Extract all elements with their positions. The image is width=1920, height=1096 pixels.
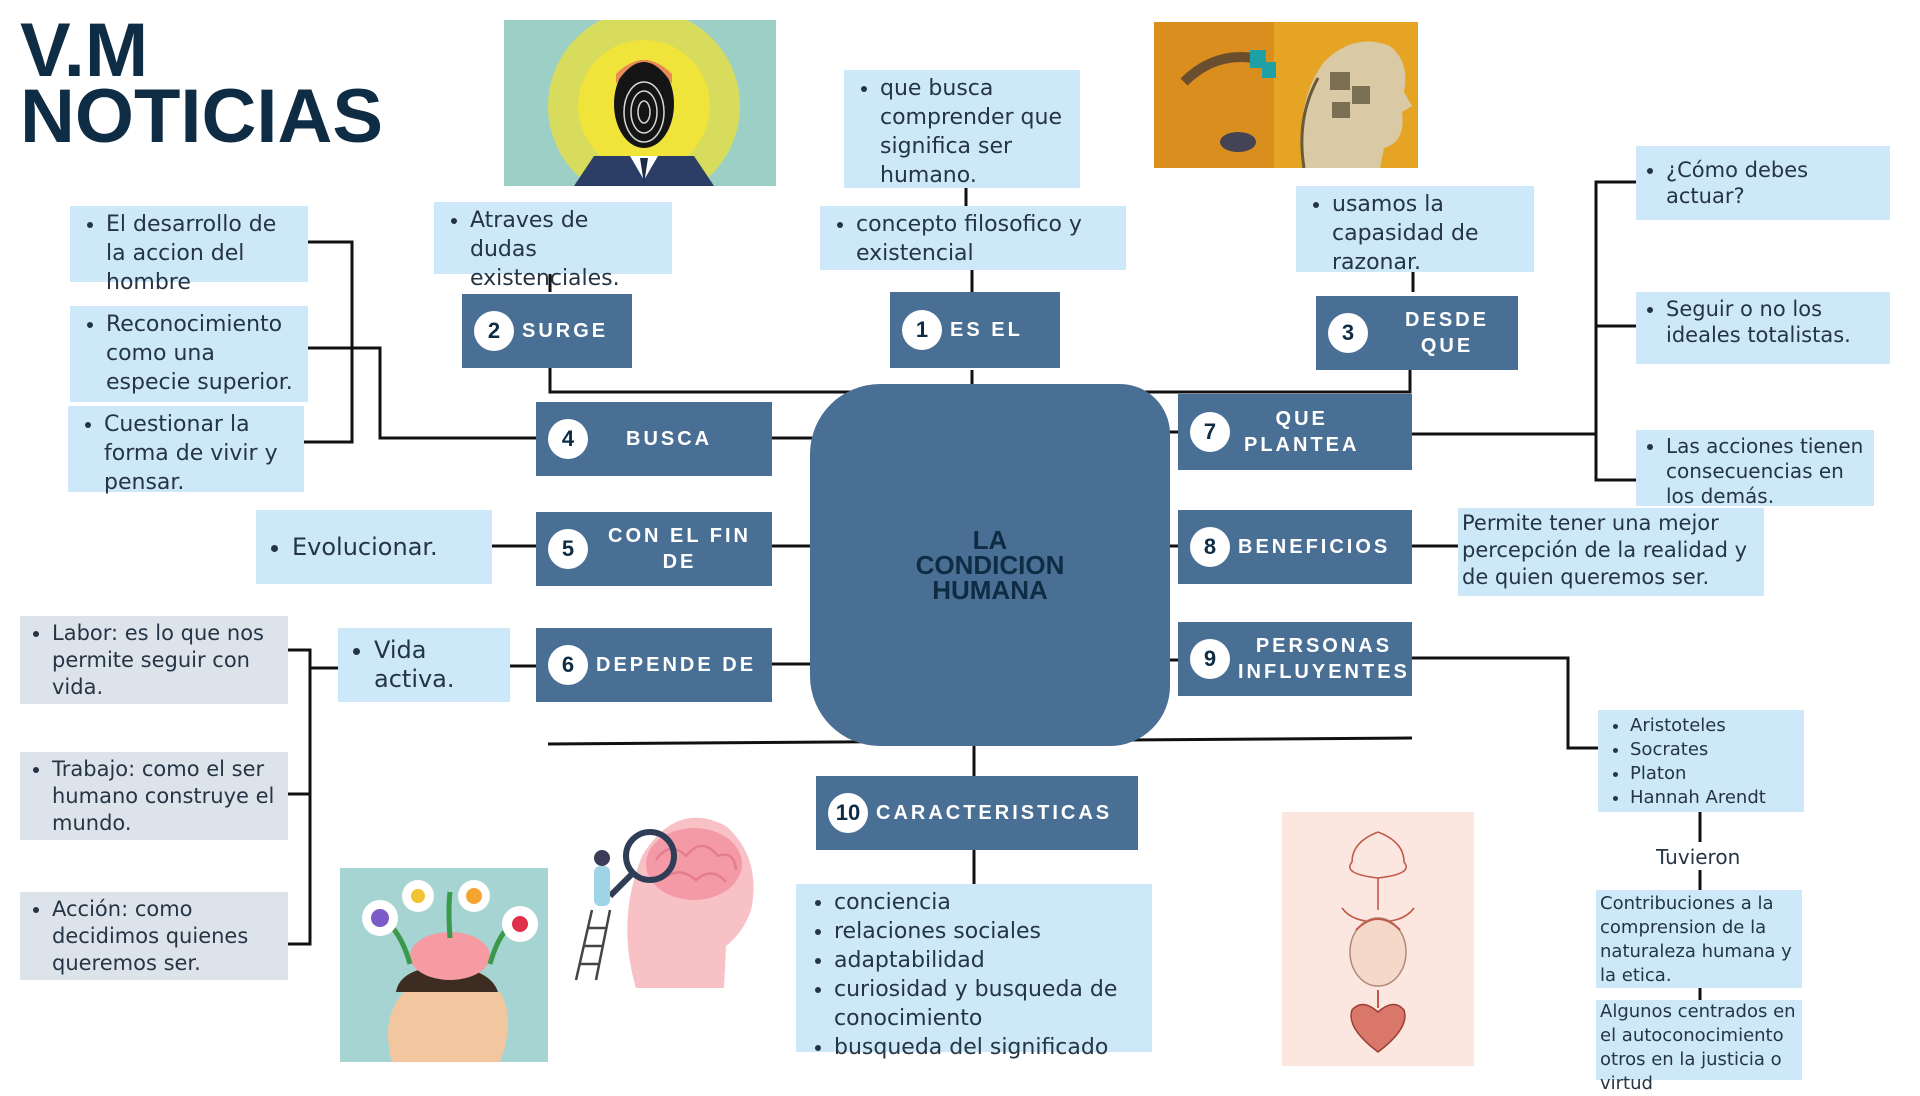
node-label: DESDE QUE — [1405, 309, 1489, 357]
algunos-box: Algunos centrados en el autoconocimiento… — [1596, 1000, 1802, 1094]
node-label-line-1: PERSONAS — [1255, 635, 1393, 657]
busca-item: Reconocimiento como una especie superior… — [106, 310, 298, 397]
node-que-plantea: 7 QUE PLANTEA — [1178, 394, 1412, 470]
depende-item-box: Trabajo: como el ser humano construye el… — [20, 752, 288, 840]
center-line-1: LA — [972, 524, 1008, 555]
beneficios-text: Permite tener una mejor percepción de la… — [1462, 511, 1747, 589]
center-line-3: HUMANA — [932, 574, 1048, 605]
fingerprint-head-illustration — [504, 20, 776, 186]
personas-list-box: Aristoteles Socrates Platon Hannah Arend… — [1598, 710, 1804, 812]
brain-face-heart-illustration — [1282, 812, 1474, 1066]
contribuciones-text: Contribuciones a la comprension de la na… — [1600, 893, 1792, 986]
depende-item: Trabajo: como el ser humano construye el… — [52, 756, 278, 837]
node-label-line-1: QUE — [1275, 408, 1328, 430]
es-el-concept: concepto filosofico y existencial — [856, 210, 1116, 268]
surge-box: Atraves de dudas existenciales. — [434, 202, 672, 291]
depende-item: Labor: es lo que nos permite seguir con … — [52, 620, 278, 701]
node-number: 10 — [828, 793, 868, 833]
surge-text: Atraves de dudas existenciales. — [470, 206, 662, 293]
depende-item: Acción: como decidimos quienes queremos … — [52, 896, 278, 977]
tuvieron-label: Tuvieron — [1656, 845, 1741, 869]
node-label-line-1: CON EL FIN — [608, 525, 751, 547]
node-number: 9 — [1190, 639, 1230, 679]
node-label: BENEFICIOS — [1238, 536, 1391, 558]
node-number: 8 — [1190, 527, 1230, 567]
node-surge: 2 SURGE — [462, 294, 632, 368]
node-label-line-2: INFLUYENTES — [1238, 661, 1410, 683]
con-el-fin-text: Evolucionar. — [292, 533, 438, 562]
es-el-description: que busca comprender que significa ser h… — [880, 74, 1070, 190]
depende-item-box: Acción: como decidimos quienes queremos … — [20, 892, 288, 980]
depende-item-box: Labor: es lo que nos permite seguir con … — [20, 616, 288, 704]
node-desde-que: 3 DESDE QUE — [1316, 296, 1518, 370]
vida-activa-box: Vida activa. — [338, 628, 510, 702]
persona-item: Aristoteles — [1630, 714, 1798, 738]
brain-magnifier-illustration — [546, 770, 760, 988]
persona-item: Hannah Arendt — [1630, 786, 1798, 810]
es-el-description-box: que busca comprender que significa ser h… — [844, 70, 1080, 188]
busca-item-box: Reconocimiento como una especie superior… — [70, 306, 308, 402]
vida-activa-text: Vida activa. — [374, 636, 500, 694]
node-label: BUSCA — [626, 428, 713, 450]
plantea-item: Las acciones tienen consecuencias en los… — [1666, 434, 1864, 509]
node-es-el: 1 ES EL — [890, 292, 1060, 368]
caracteristicas-box: conciencia relaciones sociales adaptabil… — [796, 884, 1152, 1060]
puzzle-head-illustration — [1154, 22, 1418, 168]
caracteristica-item: busqueda del significado — [834, 1033, 1142, 1062]
node-busca: 4 BUSCA — [536, 402, 772, 476]
plantea-item-box: Las acciones tienen consecuencias en los… — [1636, 430, 1874, 509]
caracteristica-item: conciencia — [834, 888, 1142, 917]
plantea-item: ¿Cómo debes actuar? — [1666, 157, 1880, 209]
busca-item: Cuestionar la forma de vivir y pensar. — [104, 410, 294, 497]
node-number: 3 — [1328, 313, 1368, 353]
node-label: SURGE — [522, 320, 609, 342]
page-title: V.M NOTICIAS — [20, 8, 384, 159]
node-con-el-fin: 5 CON EL FIN DE — [536, 512, 772, 586]
caracteristica-item: curiosidad y busqueda de conocimiento — [834, 975, 1142, 1033]
busca-item: El desarrollo de la accion del hombre — [106, 210, 298, 297]
plantea-item-box: ¿Cómo debes actuar? — [1636, 146, 1890, 220]
caracteristica-item: relaciones sociales — [834, 917, 1142, 946]
node-number: 2 — [474, 311, 514, 351]
plantea-item: Seguir o no los ideales totalistas. — [1666, 296, 1880, 348]
head-plants-brain-illustration — [340, 868, 548, 1062]
node-number: 4 — [548, 419, 588, 459]
center-line-2: CONDICION — [915, 549, 1065, 580]
node-label-line-2: DE — [662, 551, 697, 573]
node-caracteristicas: 10 CARACTERISTICAS — [816, 776, 1138, 850]
node-number: 5 — [548, 529, 588, 569]
node-beneficios: 8 BENEFICIOS — [1178, 510, 1412, 584]
node-number: 1 — [902, 310, 942, 350]
con-el-fin-box: Evolucionar. — [256, 510, 492, 584]
node-depende-de: 6 DEPENDE DE — [536, 628, 772, 702]
node-label-line-2: PLANTEA — [1244, 434, 1360, 456]
persona-item: Platon — [1630, 762, 1798, 786]
desde-que-box: usamos la capasidad de razonar. — [1296, 186, 1534, 275]
desde-que-text: usamos la capasidad de razonar. — [1332, 190, 1524, 277]
algunos-text: Algunos centrados en el autoconocimiento… — [1600, 1001, 1796, 1094]
contribuciones-box: Contribuciones a la comprension de la na… — [1596, 890, 1802, 988]
title-line-2: NOTICIAS — [20, 74, 384, 159]
caracteristica-item: adaptabilidad — [834, 946, 1142, 975]
node-label: CARACTERISTICAS — [876, 802, 1113, 824]
node-personas-influyentes: 9 PERSONAS INFLUYENTES — [1178, 622, 1412, 696]
busca-item-box: Cuestionar la forma de vivir y pensar. — [68, 406, 304, 495]
node-label: DEPENDE DE — [596, 654, 757, 676]
node-label: ES EL — [950, 319, 1023, 341]
persona-item: Socrates — [1630, 738, 1798, 762]
plantea-item-box: Seguir o no los ideales totalistas. — [1636, 292, 1890, 364]
title-line-1: V.M — [20, 8, 149, 93]
node-number: 7 — [1190, 412, 1230, 452]
central-topic: LA CONDICION HUMANA — [810, 384, 1170, 746]
es-el-concept-box: concepto filosofico y existencial — [820, 206, 1126, 270]
busca-item-box: El desarrollo de la accion del hombre — [70, 206, 308, 295]
node-number: 6 — [548, 645, 588, 685]
beneficios-box: Permite tener una mejor percepción de la… — [1458, 508, 1764, 596]
